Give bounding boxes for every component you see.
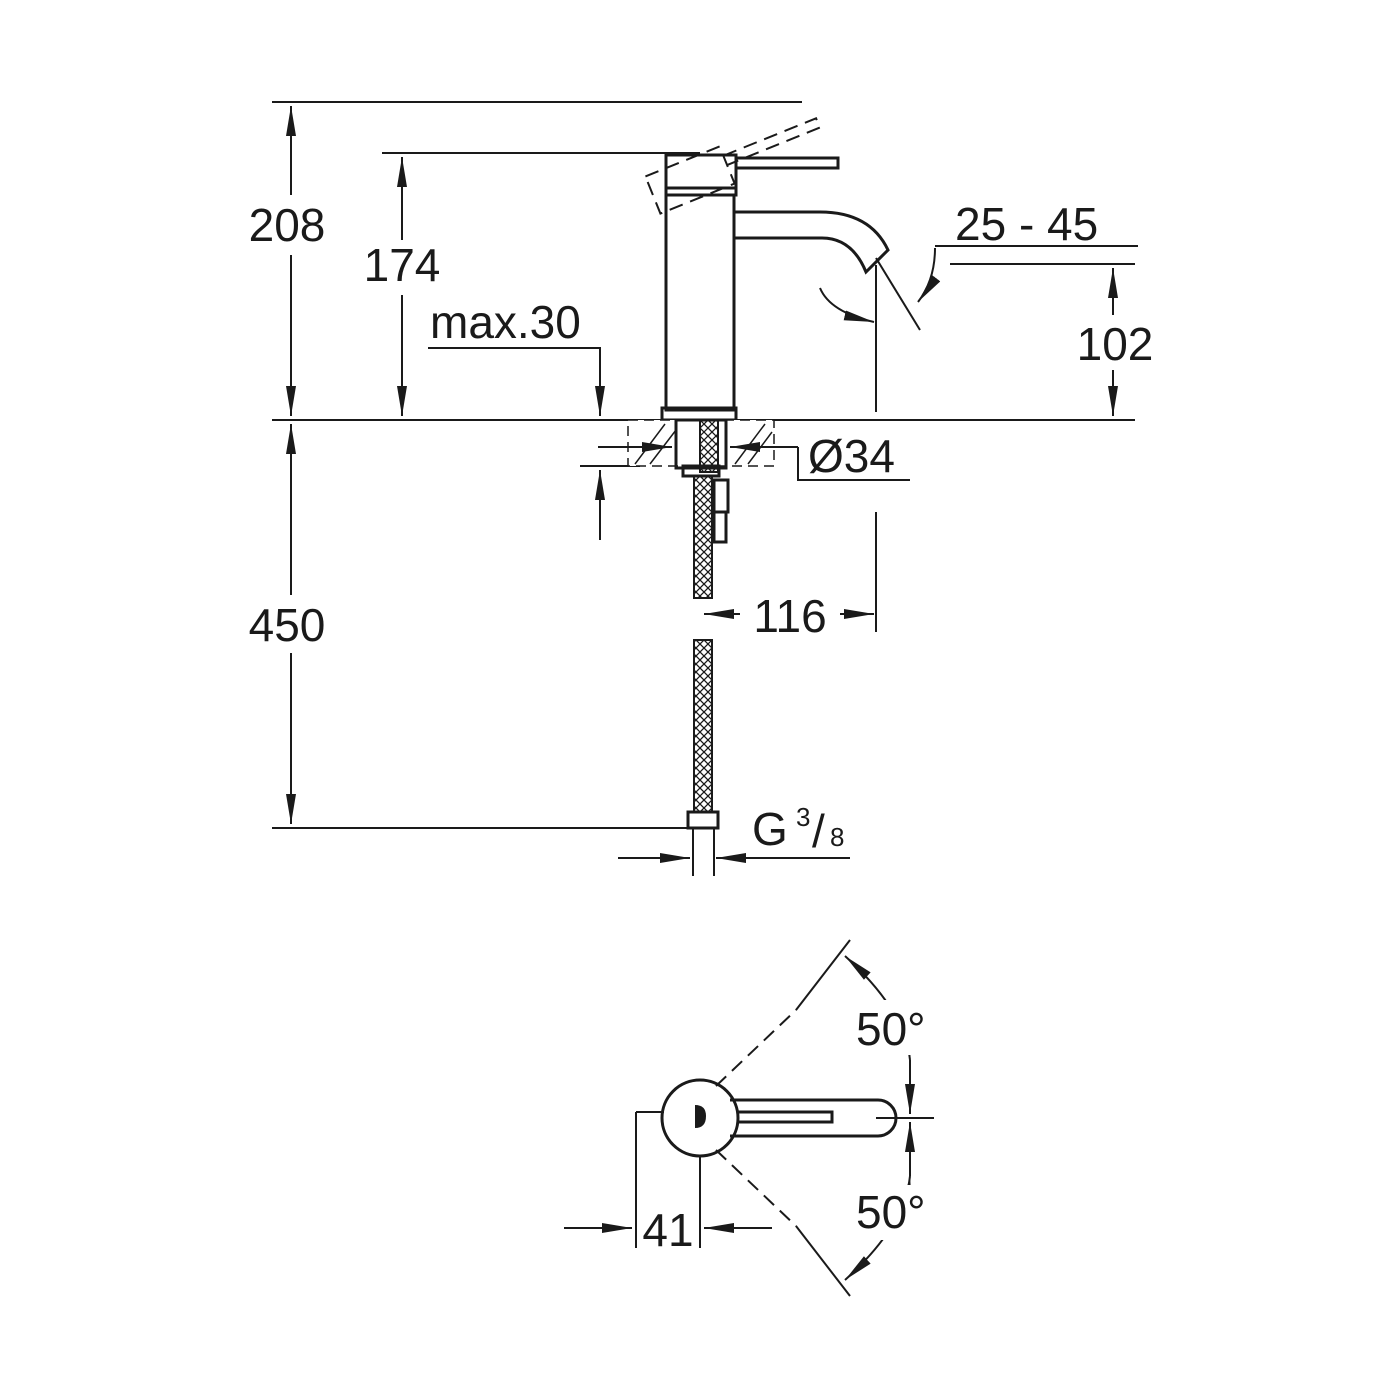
dim-angle-arc-right — [917, 247, 941, 303]
top-view: 50° 50° 41 — [564, 939, 945, 1297]
spout — [734, 210, 890, 275]
lever-handle — [736, 156, 840, 170]
swing-line-down — [715, 1149, 797, 1227]
hose-nut — [686, 810, 720, 830]
lever-cap — [664, 153, 738, 197]
top-view-handle — [730, 1098, 898, 1138]
dim-g38-denominator: 8 — [830, 822, 844, 852]
dim-116-label: 116 — [753, 590, 826, 642]
dim-102-label: 102 — [1077, 318, 1154, 370]
dim-174-label: 174 — [364, 239, 441, 291]
dim-angle-label: 25 - 45 — [955, 198, 1098, 250]
dim-g38-slash: / — [812, 805, 825, 857]
top-view-indicator — [695, 1105, 706, 1128]
swing-label-top: 50° — [856, 1003, 926, 1055]
lever-alt-position — [644, 116, 822, 215]
dim-g38-label: G — [752, 803, 788, 855]
dim-max30-label: max.30 — [430, 296, 581, 348]
side-view: 208 174 max.30 25 - 45 — [240, 101, 1163, 876]
top-view-handle-inner — [738, 1110, 834, 1124]
dim-450-label: 450 — [249, 599, 326, 651]
dim-max30-leader — [428, 347, 605, 416]
dim-208-label: 208 — [249, 199, 326, 251]
dim-diameter-label: Ø34 — [808, 430, 895, 482]
dim-g38-numerator: 3 — [796, 802, 810, 832]
swing-ext-down — [795, 1225, 851, 1297]
dim-angle-ray — [875, 257, 921, 331]
swing-line-up — [715, 1009, 797, 1087]
hose-fitting — [712, 478, 730, 514]
hose-lower — [693, 639, 713, 813]
hose-fitting-lower — [712, 510, 728, 544]
faucet-body — [664, 193, 736, 412]
dim-41-label: 41 — [642, 1204, 693, 1256]
swing-label-bottom: 50° — [856, 1186, 926, 1238]
swing-ext-up — [795, 939, 851, 1011]
dim-angle-arc-left — [819, 287, 875, 323]
diameter-leader — [797, 447, 910, 481]
hose-upper — [693, 475, 713, 599]
